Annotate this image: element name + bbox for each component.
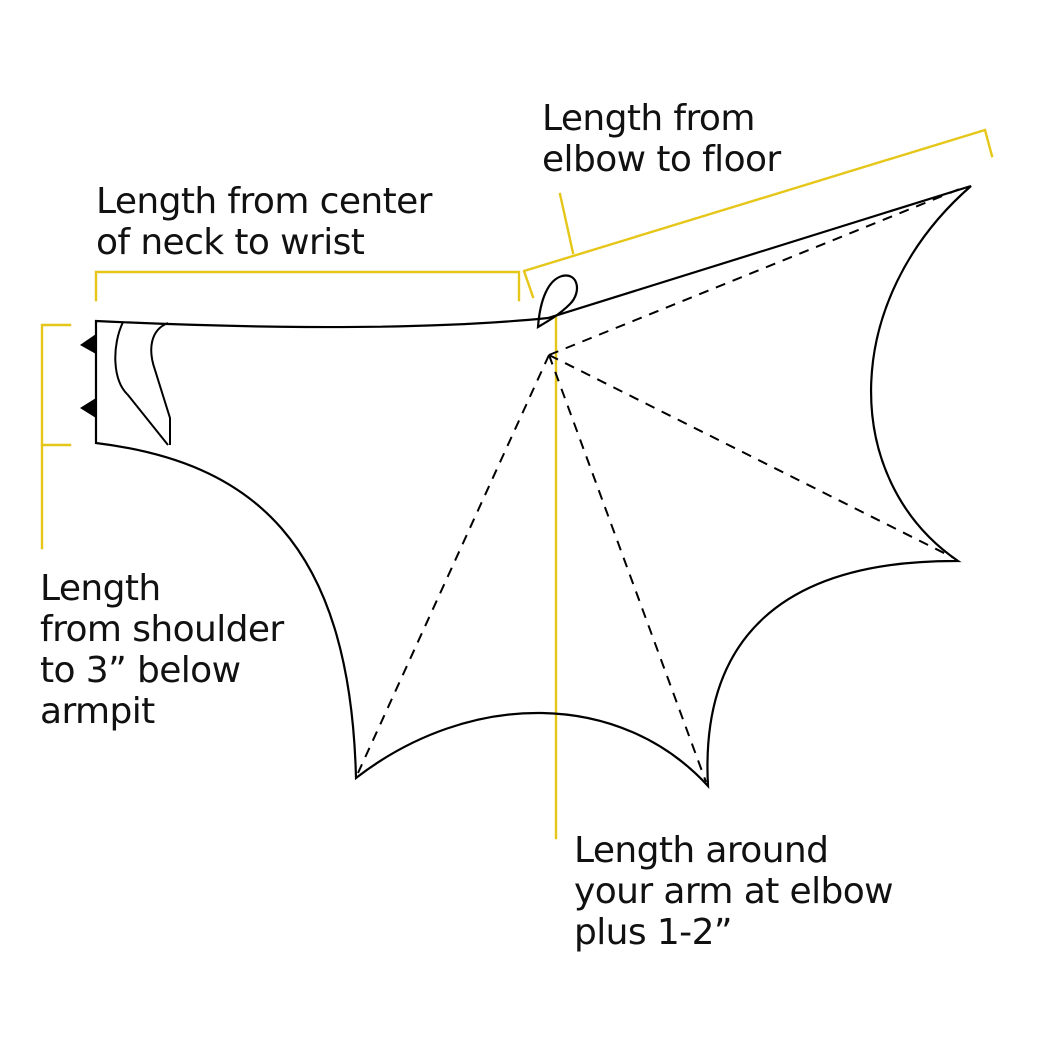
label-neck-to-wrist: Length from center of neck to wrist [96, 181, 432, 263]
label-line: Length around [574, 830, 829, 871]
label-line: elbow to floor [542, 139, 781, 180]
fold-line-to-middle-point [548, 354, 707, 783]
label-line: Length [40, 568, 161, 609]
fold-line-to-left-point [357, 354, 550, 774]
label-line: from shoulder [40, 609, 284, 650]
label-arm-at-elbow: Length around your arm at elbow plus 1-2… [574, 830, 894, 953]
label-line: Length from center [96, 181, 432, 222]
wrist-cuff [114, 321, 171, 446]
elbow-to-floor-leader [558, 192, 575, 255]
cuff-inner-curve-left [114, 321, 169, 446]
cuff-inner-curve-right [150, 322, 171, 445]
fold-line-to-right-point [548, 354, 955, 559]
elbow-loop [536, 274, 579, 330]
snap-marker-top-icon [80, 334, 96, 354]
label-line: of neck to wrist [96, 222, 365, 263]
label-line: your arm at elbow [574, 871, 894, 912]
neck-to-wrist-bracket [94, 270, 521, 302]
label-line: plus 1-2” [574, 912, 733, 953]
measurement-brackets [40, 128, 994, 840]
dashed-fold-lines [357, 187, 963, 783]
snap-marker-bottom-icon [80, 398, 96, 418]
label-line: Length from [542, 98, 755, 139]
label-elbow-to-floor: Length from elbow to floor [542, 98, 781, 180]
label-shoulder-to-armpit: Length from shoulder to 3” below armpit [40, 568, 284, 732]
label-line: armpit [40, 691, 155, 732]
elbow-to-floor-bracket [522, 128, 994, 299]
snap-markers [80, 334, 96, 418]
wing-outline [94, 184, 972, 790]
label-line: to 3” below [40, 650, 241, 691]
fold-line-to-wing-tip [548, 187, 963, 356]
shoulder-bracket [40, 323, 72, 550]
